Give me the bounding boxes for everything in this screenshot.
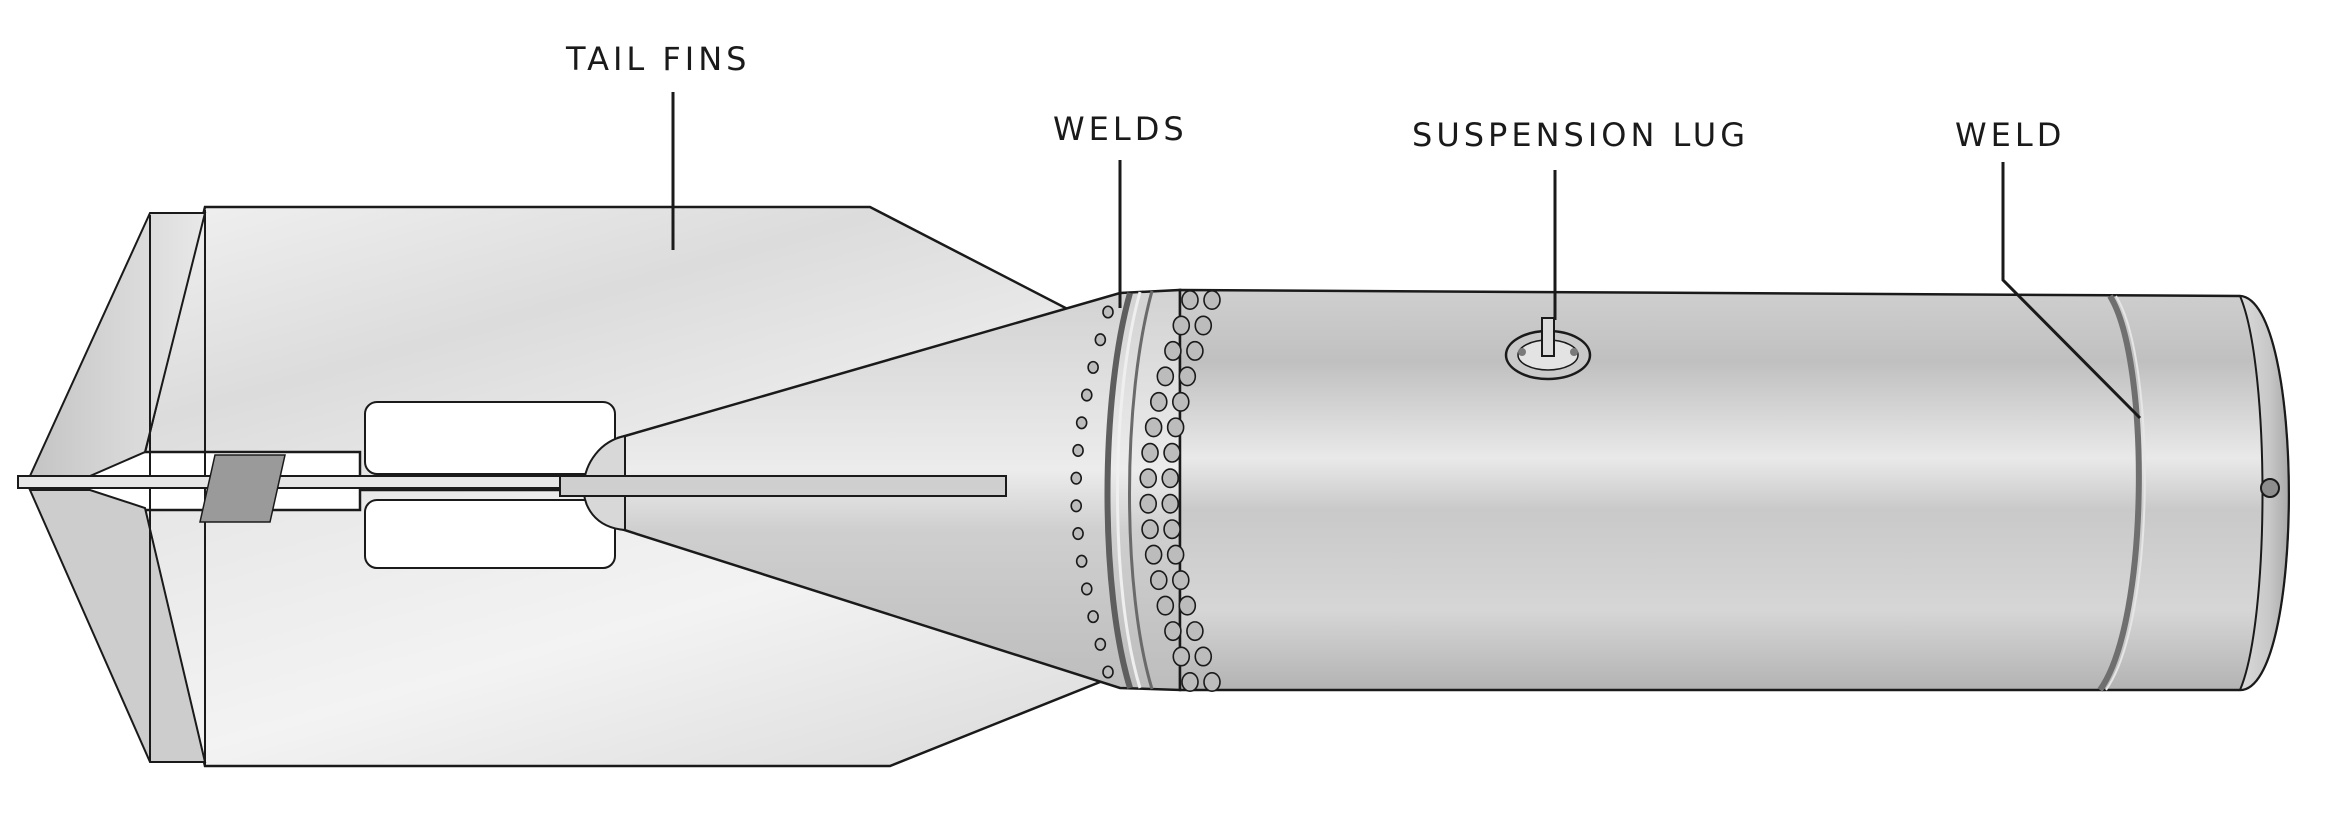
rivet	[1141, 442, 1159, 463]
label-suspension-lug: SUSPENSION LUG	[1412, 116, 1749, 154]
rivet	[1149, 570, 1168, 591]
leader-weld	[2001, 162, 2142, 420]
rivet	[1203, 289, 1221, 310]
label-tail-fins: TAIL FINS	[565, 40, 750, 78]
rivet	[1166, 417, 1185, 438]
rivet	[1203, 671, 1221, 692]
label-welds: WELDS	[1053, 110, 1188, 148]
rivet	[1094, 637, 1107, 651]
rivet	[1075, 416, 1088, 430]
rivet	[1171, 570, 1190, 591]
rivet	[1171, 391, 1190, 412]
rivet	[1139, 468, 1158, 489]
rivet	[1161, 468, 1180, 489]
rivet	[1144, 544, 1163, 565]
stabilizer-rod	[559, 475, 1007, 497]
rivet	[1166, 544, 1185, 565]
rivet	[1178, 595, 1197, 616]
aft-weld-seam	[1104, 292, 1133, 689]
tail-end-cap	[28, 212, 207, 477]
rivet	[1080, 388, 1093, 402]
tail-end-cap-lower	[28, 489, 207, 763]
rivet	[1161, 493, 1180, 514]
label-weld: WELD	[1955, 116, 2065, 154]
fin-slot-lower	[364, 499, 616, 569]
rivet	[1181, 289, 1199, 310]
rivet	[1102, 305, 1114, 319]
rivet	[1141, 519, 1159, 540]
rivet	[1149, 391, 1168, 412]
rivet	[1070, 471, 1083, 485]
rivet	[1156, 366, 1175, 387]
rivet	[1139, 493, 1158, 514]
rivet	[1163, 442, 1181, 463]
rivet	[1072, 526, 1084, 541]
rivet-rows	[1070, 289, 1221, 692]
main-body	[1104, 288, 2290, 692]
rivet	[1070, 499, 1083, 513]
rivet	[1087, 360, 1099, 374]
leader-lines	[671, 92, 2142, 420]
rivet	[1094, 333, 1107, 347]
rivet	[1087, 610, 1099, 624]
suspension-lug-post	[1541, 317, 1555, 357]
rivet	[1102, 665, 1114, 679]
rivet	[1075, 554, 1088, 568]
suspension-lug	[1504, 317, 1592, 381]
rivet	[1080, 582, 1093, 596]
rivet	[1164, 340, 1182, 361]
rivet	[1156, 595, 1175, 616]
nose-fuze-hole	[2260, 478, 2280, 498]
rivet	[1164, 621, 1182, 642]
rivet	[1072, 443, 1084, 458]
rivet	[1144, 417, 1163, 438]
forward-weld-seam	[2097, 294, 2142, 692]
rivet	[1163, 519, 1181, 540]
rivet	[1172, 315, 1191, 336]
tail-fin-assembly	[17, 205, 1104, 768]
tail-cone	[559, 288, 1182, 692]
rivet	[1194, 646, 1213, 667]
rivet	[1178, 366, 1197, 387]
rivet	[1181, 671, 1199, 692]
rivet	[1172, 646, 1191, 667]
rivet	[1186, 340, 1204, 361]
fin-slot-upper	[364, 401, 616, 475]
rivet	[1194, 315, 1213, 336]
horizontal-fin-edge	[17, 475, 639, 489]
rivet	[1186, 621, 1204, 642]
